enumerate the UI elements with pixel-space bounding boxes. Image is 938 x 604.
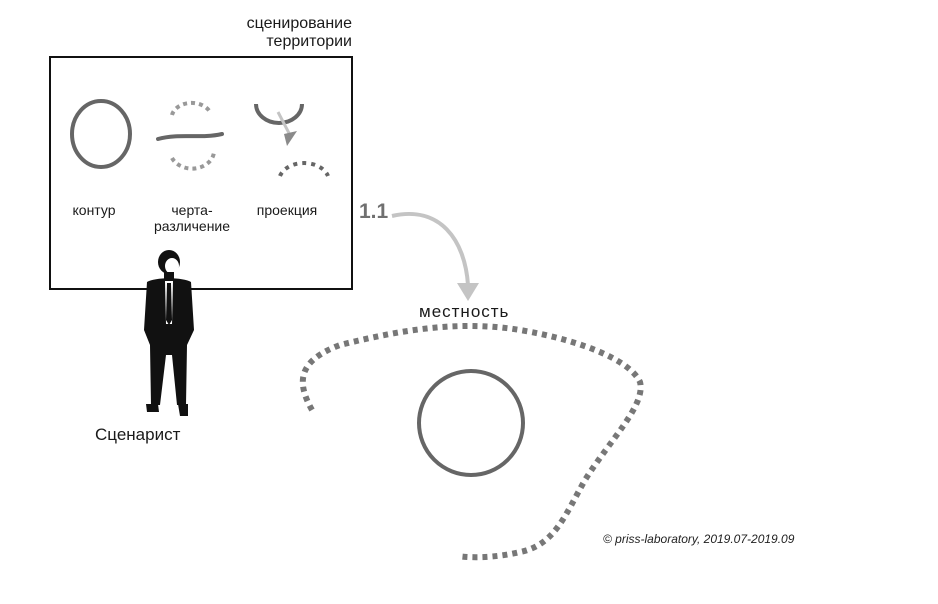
step-label: 1.1 xyxy=(359,200,388,224)
connector-arrow xyxy=(392,214,479,301)
panel-title: сценирование территории xyxy=(247,15,352,51)
trait-distinction-icon xyxy=(158,103,222,169)
terrain-circle xyxy=(419,371,523,475)
contour-icon xyxy=(72,101,130,167)
terrain-label: местность xyxy=(419,302,509,322)
panel-title-line2: территории xyxy=(247,33,352,51)
projection-label: проекция xyxy=(245,202,329,218)
person-label: Сценарист xyxy=(95,425,180,445)
trait-distinction-label: черта- различение xyxy=(140,202,244,234)
panel-frame xyxy=(50,57,352,289)
trait-distinction-label-line2: различение xyxy=(140,218,244,234)
trait-distinction-label-line1: черта- xyxy=(140,202,244,218)
projection-icon xyxy=(256,104,328,176)
contour-label: контур xyxy=(62,202,126,218)
panel-title-line1: сценирование xyxy=(247,15,352,33)
terrain-boundary xyxy=(303,326,641,557)
person-figure xyxy=(144,250,194,416)
copyright-text: © priss-laboratory, 2019.07-2019.09 xyxy=(603,532,794,546)
